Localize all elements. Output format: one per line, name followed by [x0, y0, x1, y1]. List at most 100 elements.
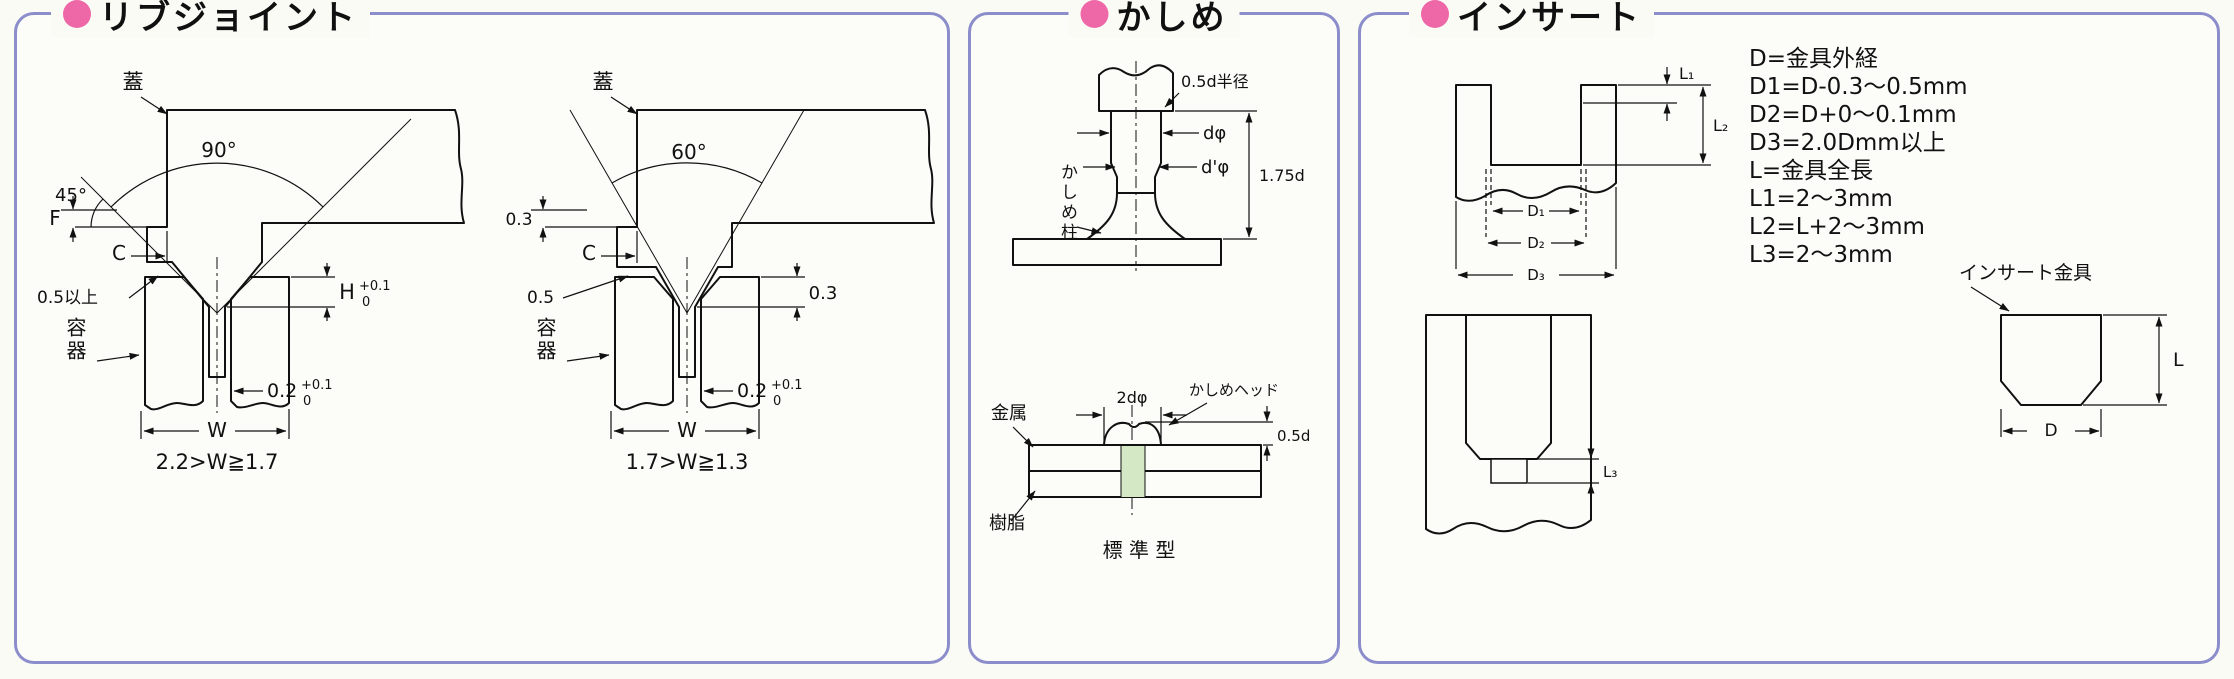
label-2d-phi: 2dφ [1117, 388, 1148, 407]
label-gap-tol-up: +0.1 [771, 378, 803, 393]
resin-post-through-hole [1121, 445, 1145, 497]
label-F: F [49, 206, 61, 230]
dim-L3 [1528, 437, 1599, 505]
rib-joint-drawing: 蓋 90° 45° F C 0.5以上 H +0.1 0 0.2 +0.1 0 … [37, 70, 935, 474]
rib-diagram-60: 蓋 60° 0.3 C 0.5 0.3 0.2 +0.1 0 W 1.7>W≧1… [505, 70, 935, 474]
dim-W [610, 409, 760, 439]
label-range: 2.2>W≧1.7 [156, 450, 279, 474]
title-bullet-icon [1421, 0, 1449, 28]
label-05d: 0.5d [1277, 427, 1310, 445]
panel-rib-joint: 蓋 90° 45° F C 0.5以上 H +0.1 0 0.2 +0.1 0 … [14, 0, 950, 664]
label-H: H [339, 280, 355, 304]
leader-metal [1012, 426, 1034, 448]
label-D3: D₃ [1527, 266, 1545, 284]
caulked-head [1103, 422, 1162, 446]
spec-line: L=金具全長 [1749, 158, 1874, 184]
dim-L1 [1583, 67, 1711, 121]
spec-line: L3=2〜3mm [1749, 242, 1893, 268]
dim-2d-phi [1076, 407, 1187, 441]
arc-45 [90, 198, 104, 228]
label-03-top: 0.3 [505, 210, 532, 230]
spec-line: D=金具外経 [1749, 46, 1878, 72]
title-bullet-icon [1080, 0, 1109, 28]
label-L: L [2173, 349, 2184, 371]
knurled-insert-fitting [2000, 314, 2102, 406]
construction-line [686, 109, 805, 314]
dim-W [140, 409, 290, 439]
label-gap-tol-dn: 0 [303, 394, 311, 409]
construction-line [80, 176, 218, 314]
label-range: 1.7>W≧1.3 [626, 450, 749, 474]
insert-molded-diagram: L₃ [1425, 314, 1617, 535]
label-fitting: インサート金具 [1959, 262, 2092, 284]
label-metal: 金属 [991, 403, 1027, 424]
label-W: W [207, 418, 227, 442]
title-bullet-icon [63, 0, 91, 28]
label-head: かしめヘッド [1189, 381, 1279, 399]
kashime-post-diagram: 0.5d半径 dφ d'φ 1.75d [1012, 61, 1305, 271]
label-03-right: 0.3 [809, 283, 838, 304]
leader-post [1076, 226, 1102, 235]
label-angle-60: 60° [671, 140, 706, 164]
panel-title-kashime: かしめ [1116, 0, 1228, 38]
label-L2: L₂ [1713, 116, 1728, 135]
insert-fitting-diagram: インサート金具 L D [1959, 262, 2184, 441]
dim-H [227, 263, 335, 321]
spec-line: D3=2.0Dmm以上 [1749, 130, 1946, 156]
container-label-vertical: 容器 [63, 317, 87, 363]
label-lid: 蓋 [123, 70, 144, 94]
rib-diagram-90: 蓋 90° 45° F C 0.5以上 H +0.1 0 0.2 +0.1 0 … [37, 70, 465, 474]
insert-boss-diagram: L₁ L₂ D₁ D₂ D₃ [1455, 64, 1728, 284]
knurled-insert-embedded [1465, 314, 1552, 460]
kashime-head-diagram: 2dφ かしめヘッド 0.5d 金属 樹脂 標 準 型 [989, 381, 1310, 562]
dim-D1 [1490, 169, 1582, 215]
insert-drawing: L₁ L₂ D₁ D₂ D₃ L₃ [1425, 64, 2184, 535]
label-gap: 0.2 [737, 380, 767, 402]
label-H-tol-dn: 0 [362, 295, 370, 310]
arc-60 [611, 162, 763, 184]
label-H-tol-up: +0.1 [359, 279, 391, 294]
container-section-right [230, 276, 290, 409]
label-min05: 0.5 [527, 288, 554, 308]
label-D1: D₁ [1527, 202, 1545, 220]
label-L1: L₁ [1679, 64, 1694, 83]
leader-container [566, 352, 610, 362]
label-resin: 樹脂 [989, 513, 1025, 534]
dim-175d [1175, 110, 1257, 240]
arc-90 [110, 162, 324, 208]
leader-resin [1010, 490, 1036, 522]
leader-head [1168, 402, 1208, 426]
boss-section [1455, 84, 1617, 202]
spec-line: D1=D-0.3〜0.5mm [1749, 74, 1968, 100]
dim-D3 [1455, 187, 1617, 279]
container-section-left [614, 276, 674, 411]
spec-line: D2=D+0〜0.1mm [1749, 102, 1957, 128]
dim-D [2000, 409, 2102, 437]
lid-section [616, 109, 935, 378]
panel-title-insert: インサート [1457, 0, 1642, 38]
label-angle-90: 90° [201, 138, 236, 162]
label-gap-tol-up: +0.1 [301, 378, 333, 393]
dim-C [601, 231, 638, 263]
container-section-right [700, 276, 760, 409]
container-label-vertical: 容器 [533, 317, 557, 363]
dim-03-right [697, 263, 805, 321]
resin-plate-section [1012, 238, 1222, 266]
leader-lid [140, 96, 168, 115]
panel-title-rib-joint: リブジョイント [99, 0, 358, 38]
leader-fitting [1970, 286, 2010, 312]
label-C: C [112, 241, 126, 265]
leader-min05 [562, 275, 629, 299]
spec-line: L1=2〜3mm [1749, 186, 1893, 212]
label-175d: 1.75d [1259, 166, 1305, 185]
kashime-drawing: 0.5d半径 dφ d'φ 1.75d [989, 61, 1310, 562]
label-D2: D₂ [1527, 234, 1545, 252]
leader-container [96, 352, 140, 362]
dim-L [2083, 314, 2167, 406]
clearance-hole [1490, 458, 1528, 484]
leader-min05 [128, 275, 159, 299]
dim-D2 [1485, 169, 1587, 247]
dim-L2 [1583, 86, 1711, 166]
insert-spec-list: D=金具外経 D1=D-0.3〜0.5mm D2=D+0〜0.1mm D3=2.… [1749, 45, 1968, 269]
